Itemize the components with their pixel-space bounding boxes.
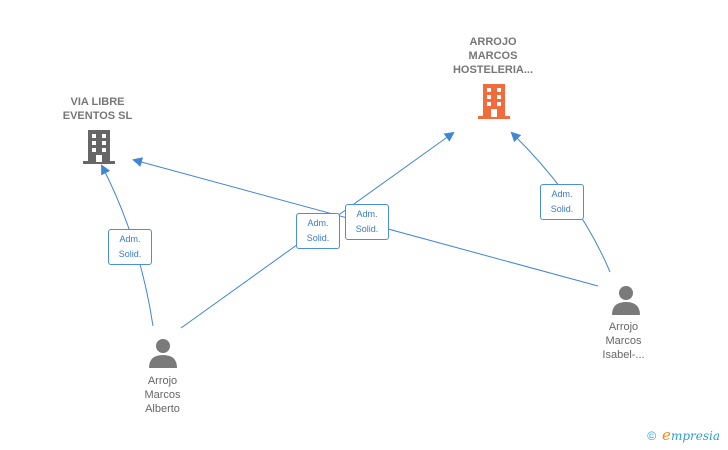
company-label-via-libre[interactable]: VIA LIBRE EVENTOS SL [40, 95, 155, 123]
company-label-line: HOSTELERIA... [452, 64, 534, 76]
person-label-arrojo-isabel[interactable]: Arrojo Marcos Isabel-... [576, 320, 671, 362]
company-label-arrojo-hosteleria[interactable]: ARROJO MARCOS HOSTELERIA... [430, 35, 556, 77]
relation-label-isabel-via-libre[interactable]: Adm. Solid. [345, 204, 389, 240]
relation-label-line: Solid. [118, 249, 142, 259]
person-label-line: Arrojo [147, 375, 178, 387]
relation-label-line: Adm. [307, 218, 329, 228]
person-label-line: Alberto [145, 403, 180, 415]
relation-label-alberto-hosteleria[interactable]: Adm. Solid. [296, 213, 340, 249]
person-label-line: Marcos [144, 389, 181, 401]
relation-label-line: Adm. [551, 189, 573, 199]
person-icon[interactable] [611, 285, 641, 315]
relation-label-line: Adm. [356, 209, 378, 219]
company-label-line: VIA LIBRE [70, 96, 125, 108]
company-label-line: ARROJO [469, 36, 517, 48]
relation-label-line: Solid. [550, 204, 574, 214]
person-label-arrojo-alberto[interactable]: Arrojo Marcos Alberto [115, 374, 210, 416]
relation-label-isabel-hosteleria[interactable]: Adm. Solid. [540, 184, 584, 220]
building-icon[interactable] [83, 130, 115, 164]
relation-label-alberto-via-libre[interactable]: Adm. Solid. [108, 229, 152, 265]
copyright-symbol: © [647, 429, 657, 443]
relation-label-line: Solid. [306, 233, 330, 243]
person-label-line: Arrojo [608, 321, 639, 333]
brand-footer[interactable]: © empresia [647, 426, 720, 444]
person-label-line: Marcos [605, 335, 642, 347]
person-icon[interactable] [148, 338, 178, 368]
relation-label-line: Adm. [119, 234, 141, 244]
company-label-line: EVENTOS SL [62, 110, 133, 122]
person-label-line: Isabel-... [602, 349, 645, 361]
brand-logo-text: mpresia [670, 429, 720, 443]
brand-logo-initial: e [662, 426, 671, 444]
company-label-line: MARCOS [468, 50, 518, 62]
relation-label-line: Solid. [355, 224, 379, 234]
building-icon-main[interactable] [478, 84, 510, 119]
